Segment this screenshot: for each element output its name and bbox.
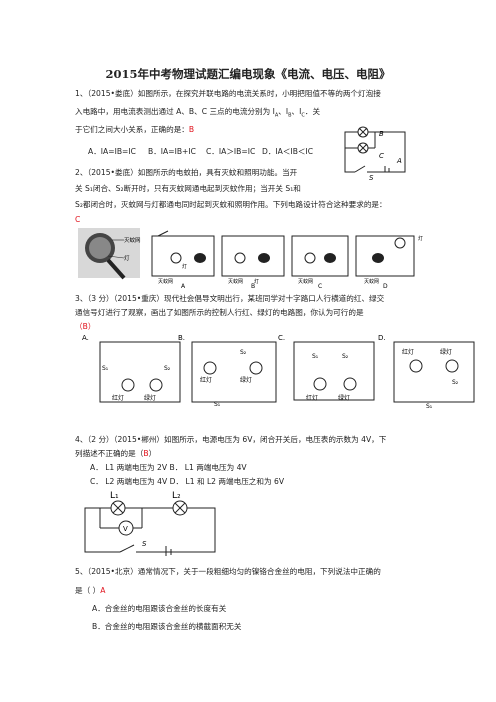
q4-line-1: 4、（2 分）（2015•郴州）如图所示，电源电压为 6V，闭合开关后，电压表的… <box>75 435 387 444</box>
q3-letter-c: C. <box>278 334 285 342</box>
svg-text:灯: 灯 <box>418 235 423 242</box>
svg-text:S₂: S₂ <box>240 349 247 356</box>
q1-option-c: C．IA＞IB=IC <box>206 147 256 156</box>
q2-circuit-d: 灭蚊网 灯 D <box>355 235 423 290</box>
q3-line-1: 3、（3 分）（2015•重庆）现代社会倡导文明出行，某班同学对十字路口人行横道… <box>75 294 385 303</box>
svg-text:红灯: 红灯 <box>402 348 414 356</box>
svg-text:A: A <box>181 283 186 290</box>
q5-line-1: 5、（2015•北京）通常情况下，关于一段粗细均匀的镍铬合金丝的电阻，下列说法中… <box>75 567 381 576</box>
q3-answer: B <box>82 322 88 331</box>
svg-text:C: C <box>318 283 322 290</box>
q5-line-2: 是（ ）A <box>75 586 106 595</box>
q1-label-c: C <box>379 152 384 160</box>
q3-line-2: 通信号灯进行了观察，画出了如图所示的控制人行红、绿灯的电路图，你认为可行的是 <box>75 308 364 317</box>
q3-letter-d: D. <box>378 334 386 342</box>
svg-text:红灯: 红灯 <box>112 394 124 402</box>
svg-text:S₁: S₁ <box>102 365 109 372</box>
q2-circuit-b: 灭蚊网 灯 B <box>221 235 285 290</box>
svg-text:绿灯: 绿灯 <box>338 394 350 402</box>
svg-text:S₁: S₁ <box>312 353 319 360</box>
svg-text:红灯: 红灯 <box>200 376 212 384</box>
q2-figure: 灭蚊网 灯 灭蚊网 灯 A 灭蚊网 灯 B 灭蚊网 C 灭蚊网 灯 D <box>78 228 423 290</box>
q3-letter-b: B. <box>178 334 185 342</box>
q4-label-l1: L₁ <box>110 491 119 501</box>
q5-option-b: B．合金丝的电阻跟该合金丝的横截面积无关 <box>92 622 242 631</box>
q1-option-d: D．IA＜IB＜IC <box>262 147 314 156</box>
q4-answer: B <box>143 449 149 458</box>
q3-letter-a: A. <box>82 334 89 342</box>
svg-text:绿灯: 绿灯 <box>440 348 452 356</box>
q1-label-a: A <box>396 157 402 165</box>
q4-label-s: S <box>142 540 147 548</box>
svg-text:绿灯: 绿灯 <box>144 394 156 402</box>
q5-option-a: A．合金丝的电阻跟该合金丝的长度有关 <box>92 604 227 613</box>
q2-line-2: 关 S₁闭合、S₂断开时，只有灭蚊网通电起到灭蚊作用；当开关 S₁和 <box>75 184 301 193</box>
q3-circuit-a: S₁ S₂ 红灯 绿灯 <box>99 341 181 403</box>
q1-circuit-diagram: B C A S <box>344 126 406 182</box>
q2-circuit-c: 灭蚊网 C <box>291 235 349 290</box>
svg-text:S₁: S₁ <box>214 401 221 408</box>
svg-text:绿灯: 绿灯 <box>240 376 252 384</box>
q2-photo-label-lamp: 灯 <box>124 254 130 262</box>
q1-label-s: S <box>369 174 374 182</box>
svg-text:红灯: 红灯 <box>306 394 318 402</box>
q4-circuit-diagram: L₁ L₂ V S <box>84 491 216 556</box>
q1-line-3: 于它们之间大小关系，正确的是：B <box>75 125 195 134</box>
q2-answer: C <box>75 215 81 224</box>
q4-label-v: V <box>123 525 128 533</box>
q4-options-ab: A． L1 两端电压为 2V B． L1 两端电压为 4V <box>90 463 247 472</box>
q1-line-1: 1、（2015•娄底）如图所示，在探究并联电路的电流关系时，小明把阻值不等的两个… <box>75 89 381 98</box>
q3-answer-line: （B） <box>75 322 96 331</box>
svg-text:灭蚊网: 灭蚊网 <box>228 278 243 285</box>
svg-text:灭蚊网: 灭蚊网 <box>298 278 313 285</box>
svg-text:S₁: S₁ <box>426 403 433 410</box>
svg-text:S₂: S₂ <box>452 379 459 386</box>
svg-text:灭蚊网: 灭蚊网 <box>364 278 379 285</box>
q1-line-2: 入电路中，用电流表测出通过 A、B、C 三点的电流分别为 IA、IB、IC．关 <box>75 107 321 119</box>
q5-answer: A <box>100 586 106 595</box>
q1-option-a: A．IA=IB=IC <box>88 147 136 156</box>
q3-circuit-d: 红灯 绿灯 S₂ S₁ <box>393 341 475 410</box>
q1-option-b: B．IA=IB+IC <box>148 147 196 156</box>
q3-figure: A. B. C. D. S₁ S₂ 红灯 绿灯 S₂ S₁ 红灯 绿灯 S₁ S… <box>82 334 475 410</box>
q4-line-2: 列描述不正确的是（B） <box>75 449 157 458</box>
q2-circuit-a: 灭蚊网 灯 A <box>151 230 215 290</box>
q2-line-3: S₂都闭合时，灭蚊网与灯都通电同时起到灭蚊和照明作用。下列电路设计符合这种要求的… <box>75 200 387 209</box>
q1-answer: B <box>188 125 195 134</box>
svg-text:灯: 灯 <box>182 263 187 270</box>
svg-text:D: D <box>383 283 388 290</box>
svg-text:S₂: S₂ <box>342 353 349 360</box>
q2-line-1: 2、（2015•娄底）如图所示的电蚊拍，具有灭蚊和照明功能。当开 <box>75 168 298 177</box>
q4-label-l2: L₂ <box>172 491 181 501</box>
q4-options-cd: C． L2 两端电压为 4V D． L1 和 L2 两端电压之和为 6V <box>90 477 285 486</box>
svg-text:B: B <box>251 283 255 290</box>
svg-text:灭蚊网: 灭蚊网 <box>158 278 173 285</box>
q1-label-b: B <box>379 130 384 138</box>
svg-text:灯: 灯 <box>254 278 259 285</box>
svg-text:S₂: S₂ <box>164 365 171 372</box>
page-title: 2015年中考物理试题汇编电现象《电流、电压、电阻》 <box>105 67 391 81</box>
q2-photo-label-net: 灭蚊网 <box>124 236 141 244</box>
q3-circuit-c: S₁ S₂ 红灯 绿灯 <box>293 341 375 402</box>
q3-circuit-b: S₂ S₁ 红灯 绿灯 <box>191 341 277 408</box>
